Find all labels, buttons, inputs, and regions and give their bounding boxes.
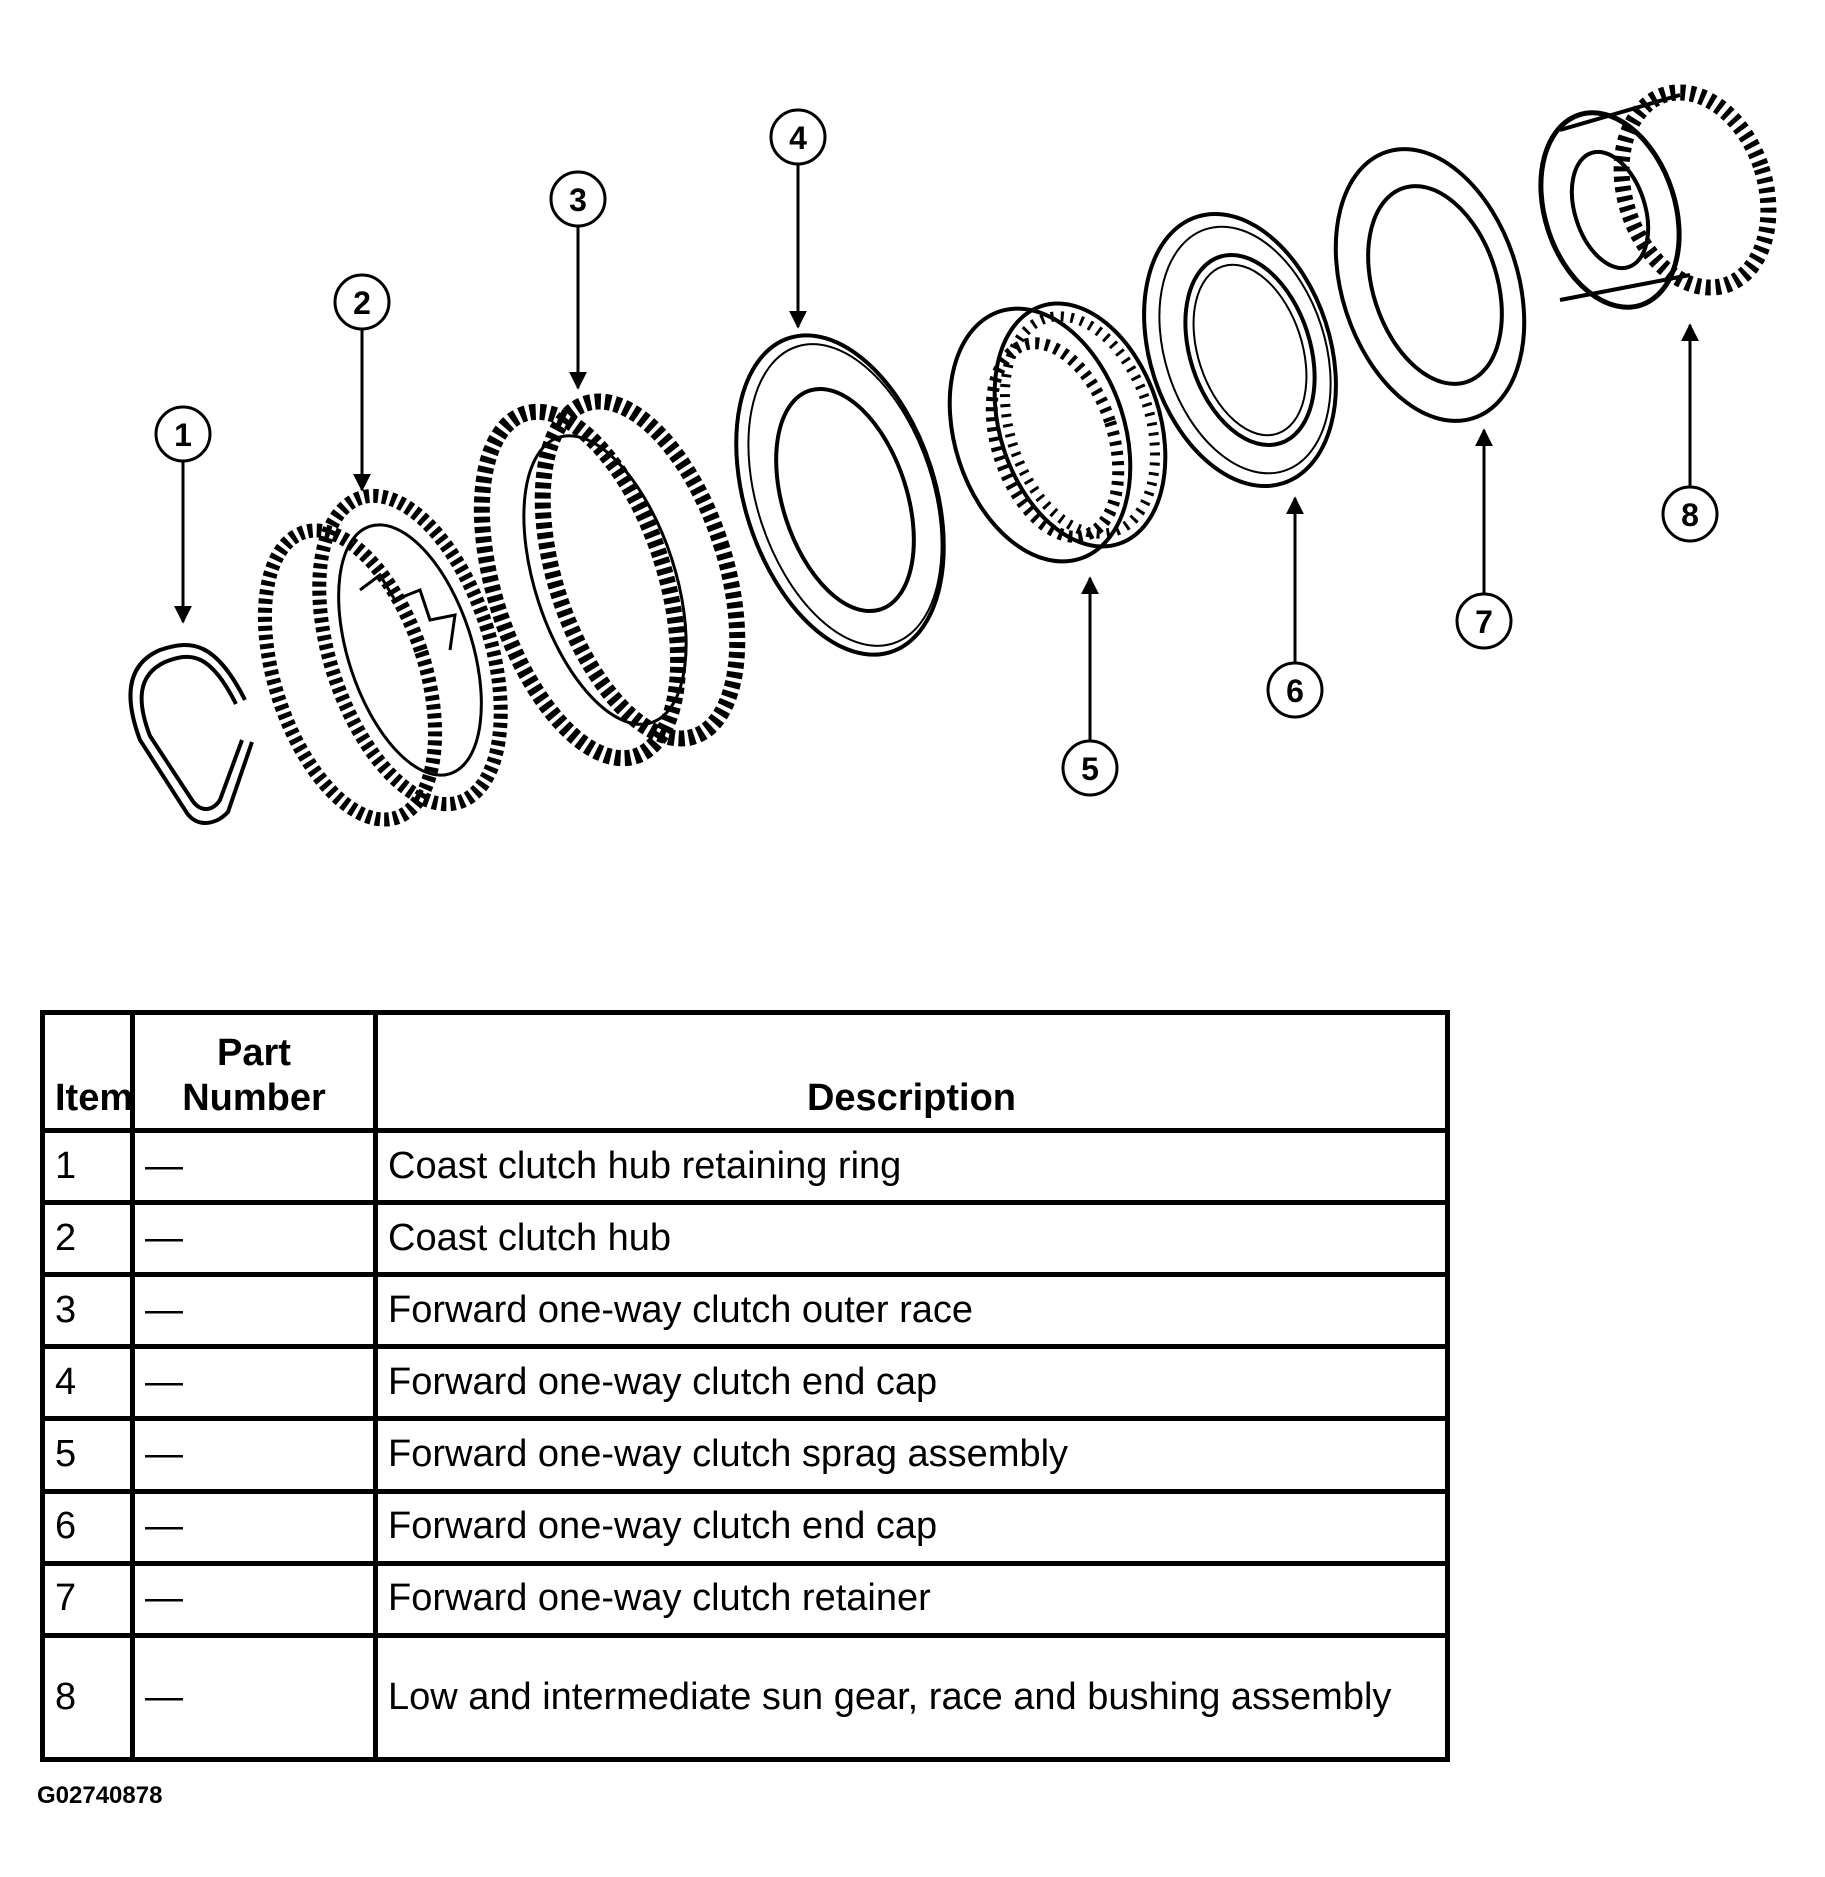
header-item: Item — [40, 1010, 135, 1133]
part-retainer — [1333, 147, 1527, 423]
part-sprag-assembly — [947, 301, 1168, 564]
exploded-view-diagram: 1 2 3 4 5 6 7 8 — [128, 84, 1777, 827]
cell-part-number: — — [130, 1632, 378, 1763]
cell-description: Low and intermediate sun gear, race and … — [373, 1632, 1450, 1763]
cell-item: 5 — [40, 1416, 135, 1494]
cell-part-number: — — [130, 1560, 378, 1638]
part-coast-clutch-hub — [257, 488, 508, 827]
callout-5: 5 — [1061, 576, 1119, 797]
cell-part-number: — — [130, 1200, 378, 1278]
callout-8: 8 — [1661, 323, 1719, 543]
cell-part-number: — — [130, 1488, 378, 1566]
header-part-line2: Number — [182, 1077, 326, 1120]
callout-4: 4 — [769, 108, 827, 329]
part-end-cap-2 — [1142, 211, 1338, 489]
header-part-line1: Part — [217, 1031, 291, 1074]
callout-1: 1 — [154, 405, 212, 624]
part-end-cap-1 — [734, 333, 946, 657]
table-row: 4 — Forward one-way clutch end cap — [40, 1344, 1450, 1422]
cell-description: Coast clutch hub — [373, 1200, 1450, 1278]
table-row: 6 — Forward one-way clutch end cap — [40, 1488, 1450, 1566]
callout-8-label: 8 — [1681, 497, 1699, 533]
callout-2-label: 2 — [353, 285, 371, 321]
cell-description: Forward one-way clutch end cap — [373, 1488, 1450, 1566]
callout-6-label: 6 — [1286, 673, 1304, 709]
figure-id: G02740878 — [37, 1782, 163, 1809]
cell-item: 1 — [40, 1127, 135, 1206]
table-row: 1 — Coast clutch hub retaining ring — [40, 1127, 1450, 1206]
cell-description: Forward one-way clutch retainer — [373, 1560, 1450, 1638]
cell-item: 4 — [40, 1344, 135, 1422]
cell-item: 3 — [40, 1272, 135, 1350]
table-row: 7 — Forward one-way clutch retainer — [40, 1560, 1450, 1638]
table-row: 2 — Coast clutch hub — [40, 1200, 1450, 1278]
cell-description: Forward one-way clutch end cap — [373, 1344, 1450, 1422]
table-row: 8 — Low and intermediate sun gear, race … — [40, 1632, 1450, 1763]
callout-7-label: 7 — [1475, 604, 1493, 640]
cell-description: Coast clutch hub retaining ring — [373, 1127, 1450, 1206]
cell-item: 6 — [40, 1488, 135, 1566]
callout-7: 7 — [1455, 428, 1513, 650]
callout-4-label: 4 — [789, 120, 807, 156]
cell-part-number: — — [130, 1127, 378, 1206]
cell-part-number: — — [130, 1416, 378, 1494]
part-sun-gear-assembly — [1538, 84, 1777, 310]
callout-5-label: 5 — [1081, 751, 1099, 787]
cell-part-number: — — [130, 1272, 378, 1350]
table-header-row: Item Part Number Description — [40, 1010, 1450, 1133]
cell-description: Forward one-way clutch sprag assembly — [373, 1416, 1450, 1494]
table-row: 5 — Forward one-way clutch sprag assembl… — [40, 1416, 1450, 1494]
callout-3-label: 3 — [569, 182, 587, 218]
part-outer-race — [473, 393, 746, 767]
cell-item: 2 — [40, 1200, 135, 1278]
callout-2: 2 — [333, 273, 391, 492]
callout-6: 6 — [1266, 496, 1324, 719]
part-retaining-ring — [128, 643, 254, 825]
header-part-number: Part Number — [130, 1010, 378, 1133]
parts-table: Item Part Number Description 1 — Coast c… — [40, 1010, 1450, 1763]
cell-item: 7 — [40, 1560, 135, 1638]
table-row: 3 — Forward one-way clutch outer race — [40, 1272, 1450, 1350]
cell-description: Forward one-way clutch outer race — [373, 1272, 1450, 1350]
callout-1-label: 1 — [174, 417, 192, 453]
header-description: Description — [373, 1010, 1450, 1133]
callout-3: 3 — [549, 170, 607, 390]
cell-part-number: — — [130, 1344, 378, 1422]
cell-item: 8 — [40, 1632, 135, 1763]
